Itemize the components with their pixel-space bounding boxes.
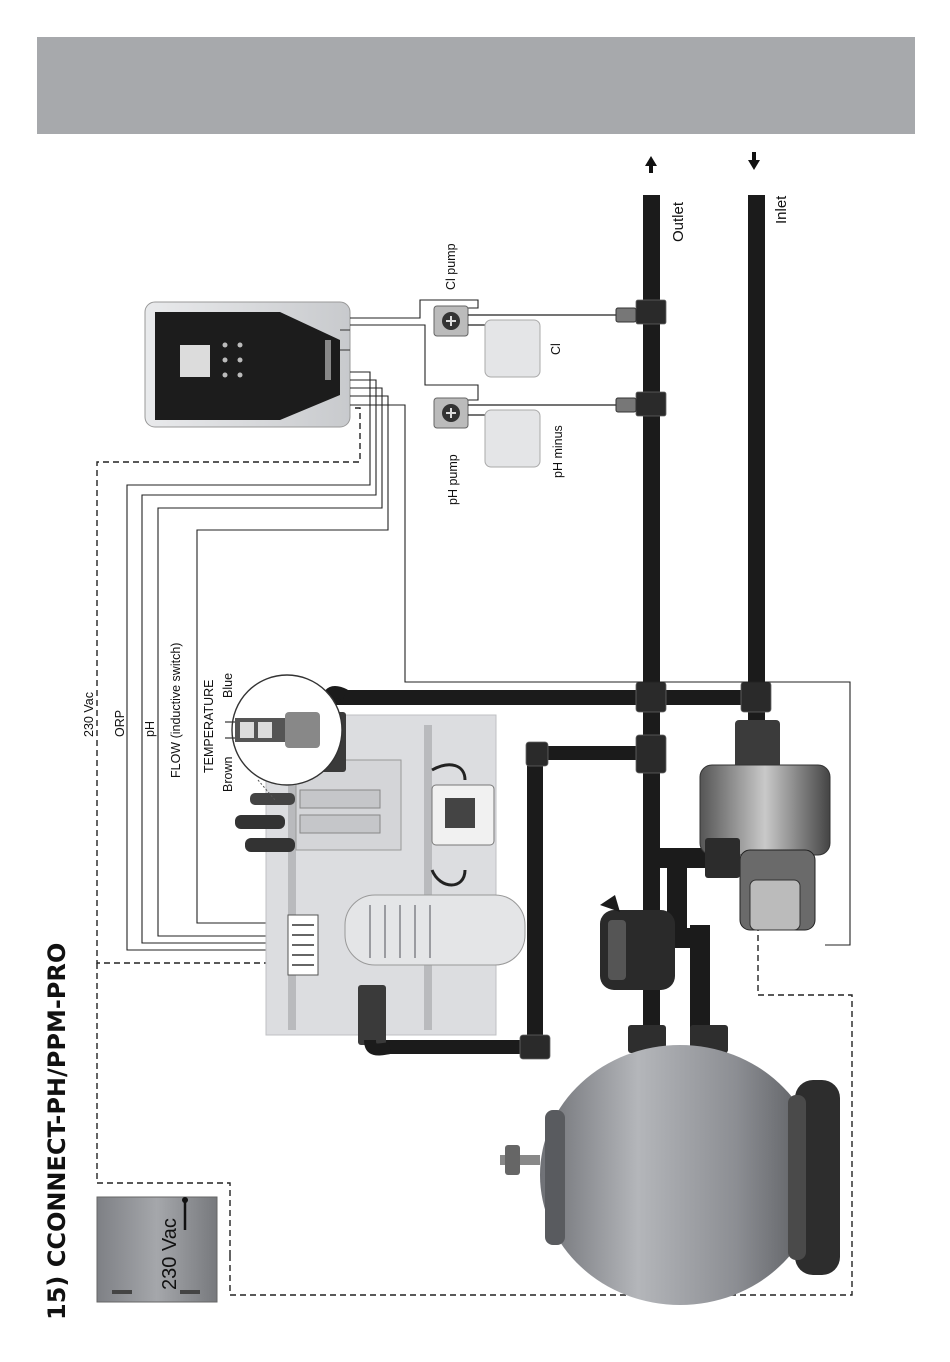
ph-label: pH (143, 721, 157, 737)
cl-tank-label: Cl (549, 343, 563, 355)
chemical-tanks (485, 320, 540, 467)
brown-label: Brown (221, 757, 235, 792)
ph-probe (245, 838, 295, 852)
outlet-label: Outlet (670, 201, 687, 242)
blue-label: Blue (221, 673, 235, 698)
outlet-arrow-icon (645, 156, 657, 166)
cl-pump (434, 306, 468, 336)
flow-arrows (645, 152, 760, 173)
inlet-label: Inlet (773, 195, 790, 224)
flow-switch (250, 793, 295, 805)
vac-cable-label: 230 Vac (82, 692, 96, 737)
cl-pump-label: Cl pump (444, 243, 458, 290)
temperature-label: TEMPERATURE (202, 679, 216, 773)
circulation-pump (700, 720, 830, 930)
return-pipe-bottom (385, 1040, 543, 1054)
page-title: 15) CCONNECT-PH/PPM-PRO (43, 943, 71, 1320)
cl-tank (485, 320, 540, 377)
inlet-arrow-icon (748, 160, 760, 170)
power-box-label: 230 Vac (159, 1218, 181, 1290)
orp-label: ORP (113, 710, 127, 737)
flow-label: FLOW (inductive switch) (169, 643, 183, 778)
ph-minus-tank (485, 410, 540, 467)
controller-unit (145, 302, 350, 427)
header-bar (37, 37, 915, 134)
ph-pump-label: pH pump (446, 454, 460, 505)
inlet-pipe (748, 195, 765, 740)
filter-tank (500, 1025, 840, 1305)
bypass-pipe (330, 690, 770, 705)
injectors (616, 308, 636, 412)
power-box (97, 1197, 217, 1302)
ph-minus-label: pH minus (551, 425, 565, 478)
multiport-valve (600, 895, 675, 990)
controller-screen (180, 345, 210, 377)
return-pipe-horizontal (533, 746, 653, 760)
orp-probe (235, 815, 285, 829)
electrolysis-cell (345, 895, 525, 965)
return-pipe-vertical (527, 746, 543, 1056)
ph-pump (434, 398, 468, 428)
